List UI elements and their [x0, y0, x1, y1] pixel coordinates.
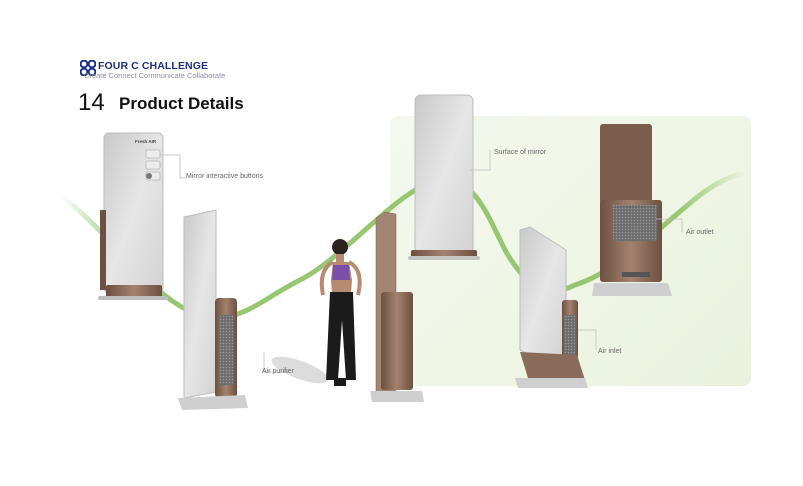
device-front-view: [98, 132, 168, 300]
person-figure: [271, 239, 362, 386]
device-side-view: [370, 211, 424, 402]
device-back-view: [592, 124, 672, 296]
page-title: Product Details: [119, 94, 244, 113]
brand-tagline: Create Connect Communicate Collaborate: [84, 71, 226, 80]
callout-air-purifier: Air purifier: [262, 368, 294, 375]
device-angled-right: [515, 226, 588, 388]
four-c-logo-icon: [80, 60, 96, 76]
callout-air-outlet: Air outlet: [686, 229, 714, 236]
callout-leaders: [160, 150, 683, 373]
callout-surface-of-mirror: Surface of mirror: [494, 149, 547, 156]
callout-air-inlet: Air inlet: [598, 348, 622, 355]
callout-mirror-buttons: Mirror interactive buttons: [186, 173, 264, 180]
page-number: 14: [78, 89, 105, 116]
brand-name: FOUR C CHALLENGE: [98, 60, 209, 72]
device-screen-logo: Fresh AIR: [135, 139, 157, 144]
device-top-front: [408, 94, 480, 260]
device-angled-view: [178, 209, 248, 410]
